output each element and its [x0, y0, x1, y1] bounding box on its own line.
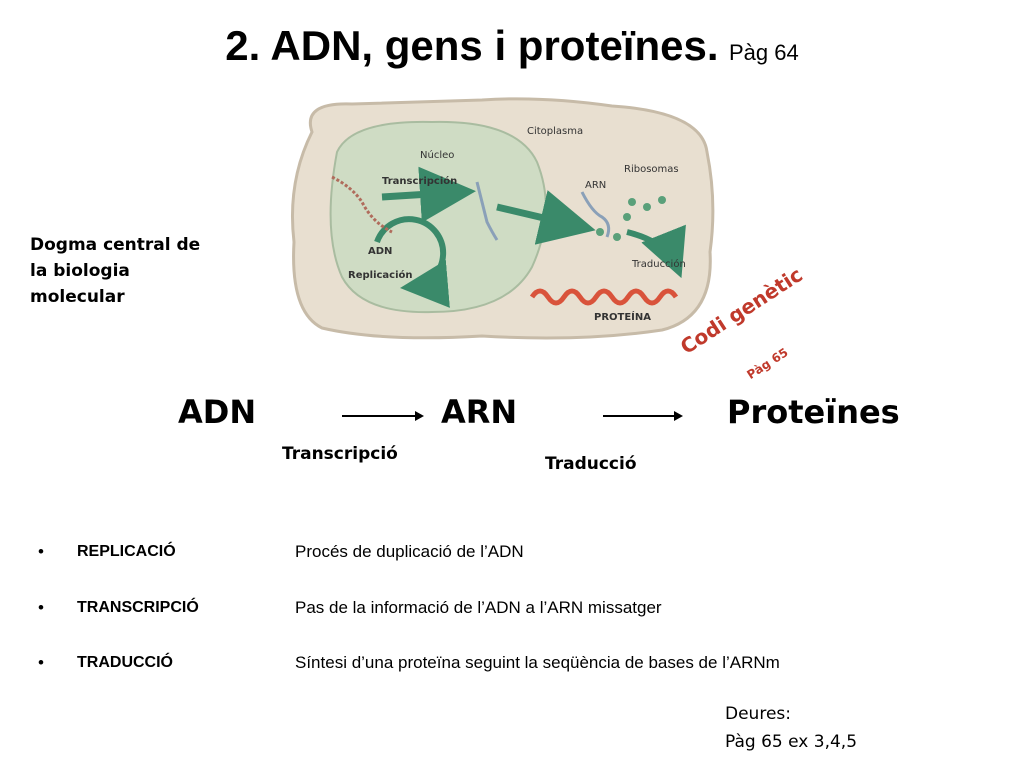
homework-exercises: Pàg 65 ex 3,4,5 — [725, 732, 858, 752]
cell-diagram: Citoplasma Núcleo Transcripción Ribosoma… — [282, 92, 720, 342]
replication-arrow — [374, 216, 450, 308]
dogma-line-1: Dogma central de — [30, 235, 201, 255]
transcription-arrow — [381, 166, 476, 223]
cell-illustration: Citoplasma Núcleo Transcripción Ribosoma… — [291, 97, 715, 340]
flow-label-transcripcio: Transcripció — [282, 444, 398, 464]
definition-text: Síntesi d’una proteïna seguint la seqüèn… — [295, 653, 780, 672]
export-arrow — [496, 190, 596, 245]
label-transcripcion: Transcripción — [382, 175, 457, 187]
label-citoplasma: Citoplasma — [527, 126, 583, 137]
label-traduccion: Traducción — [631, 258, 686, 270]
dogma-caption: Dogma central de la biologia molecular — [30, 232, 240, 310]
dogma-line-2: la biologia — [30, 261, 130, 281]
bullet-icon: • — [38, 598, 44, 617]
ribosomes — [596, 196, 666, 241]
protein-chain — [529, 288, 679, 306]
definition-item: • TRADUCCIÓ Síntesi d’una proteïna segui… — [0, 653, 1024, 677]
homework-note: Deures: Pàg 65 ex 3,4,5 — [725, 700, 857, 756]
title-page-ref: Pàg 64 — [728, 40, 799, 65]
definition-item: • TRANSCRIPCIÓ Pas de la informació de l… — [0, 598, 1024, 622]
label-replicacion: Replicación — [348, 269, 413, 281]
definition-item: • REPLICACIÓ Procés de duplicació de l’A… — [0, 542, 1024, 566]
label-proteina: PROTEÍNA — [594, 310, 651, 323]
title-main: 2. ADN, gens i proteïnes. — [225, 22, 719, 69]
cytoplasm-rna — [580, 191, 611, 238]
definition-term: TRANSCRIPCIÓ — [77, 599, 199, 616]
flow-label-traduccio: Traducció — [545, 454, 637, 474]
label-arn: ARN — [585, 180, 606, 191]
dogma-line-3: molecular — [30, 287, 125, 307]
label-adn: ADN — [368, 246, 392, 257]
definition-text: Pas de la informació de l’ADN a l’ARN mi… — [295, 598, 662, 617]
flow-adn: ADN — [178, 393, 257, 431]
label-nucleo: Núcleo — [420, 149, 454, 161]
bullet-icon: • — [38, 653, 44, 672]
homework-title: Deures: — [725, 704, 791, 724]
rna-strand — [475, 181, 499, 241]
flow-arrow-transcription — [342, 411, 424, 421]
flow-arn: ARN — [441, 393, 518, 431]
flow-proteines: Proteïnes — [727, 393, 900, 431]
definition-term: TRADUCCIÓ — [77, 654, 173, 671]
codi-genetic-page-ref: Pàg 65 — [744, 345, 791, 382]
translation-arrow — [626, 224, 686, 279]
bullet-icon: • — [38, 542, 44, 561]
slide-title: 2. ADN, gens i proteïnes. Pàg 64 — [0, 22, 1024, 70]
definition-term: REPLICACIÓ — [77, 543, 176, 560]
dna-strand — [331, 175, 393, 234]
flow-arrow-translation — [603, 411, 683, 421]
label-ribosomas: Ribosomas — [624, 164, 679, 175]
definition-text: Procés de duplicació de l’ADN — [295, 542, 524, 561]
